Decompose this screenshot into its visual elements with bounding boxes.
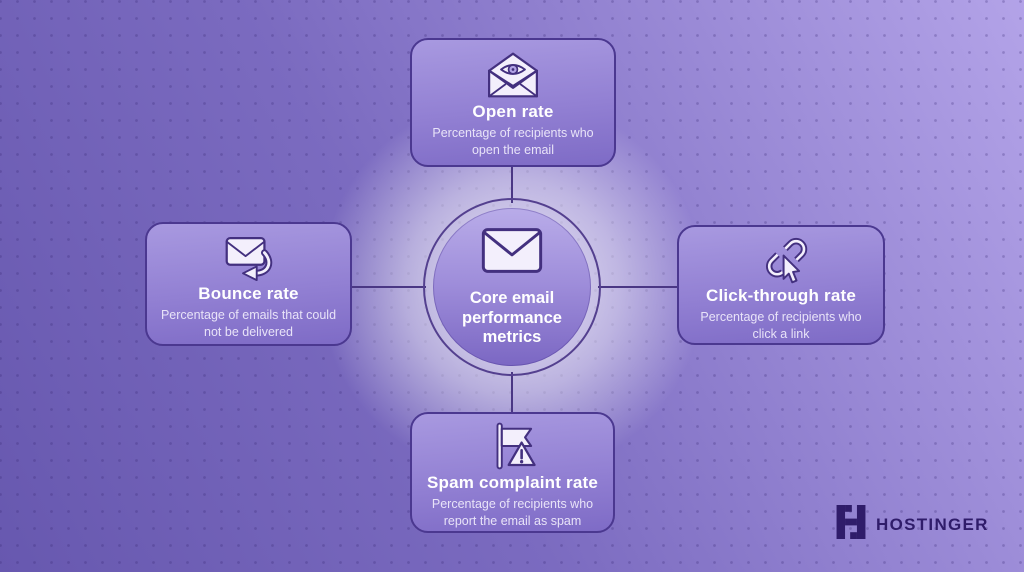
open-envelope-eye-icon: [484, 51, 542, 99]
flag-warning-icon: [485, 422, 541, 470]
hub-outer-ring: [423, 198, 601, 376]
hub-core-metrics: Core email performance metrics: [433, 208, 591, 366]
hostinger-h-logo-icon: [836, 505, 866, 544]
envelope-return-arrow-icon: [221, 233, 277, 281]
hostinger-brand: HOSTINGER: [836, 505, 989, 544]
node-open-rate: Open rate Percentage of recipients who o…: [410, 38, 616, 167]
node-title: Bounce rate: [198, 284, 299, 303]
node-title: Open rate: [472, 102, 554, 121]
hub-title: Core email performance metrics: [462, 288, 562, 347]
node-description: Percentage of recipients who report the …: [431, 497, 594, 528]
connector-bottom: [511, 372, 513, 413]
envelope-icon: [479, 226, 545, 280]
node-description: Percentage of emails that could not be d…: [160, 308, 337, 339]
connector-top: [511, 167, 513, 203]
chain-link-cursor-icon: [753, 235, 809, 284]
node-spam-complaint-rate: Spam complaint rate Percentage of recipi…: [410, 412, 615, 533]
connector-left: [352, 286, 426, 288]
node-title: Spam complaint rate: [426, 473, 598, 492]
node-description: Percentage of recipients who click a lin…: [700, 310, 862, 341]
node-description: Percentage of recipients who open the em…: [432, 126, 594, 157]
node-click-through-rate: Click-through rate Percentage of recipie…: [677, 225, 885, 345]
connector-right: [598, 286, 678, 288]
node-title: Click-through rate: [705, 286, 856, 305]
node-bounce-rate: Bounce rate Percentage of emails that co…: [145, 222, 352, 346]
hostinger-wordmark: HOSTINGER: [876, 514, 989, 534]
